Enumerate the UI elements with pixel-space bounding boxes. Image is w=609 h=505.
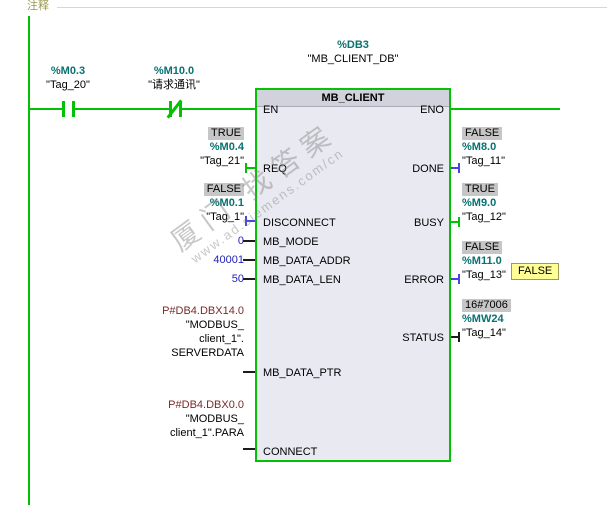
- mb-data-addr-wire: [243, 259, 255, 261]
- req-wire-tick: [245, 163, 247, 173]
- monitor-value: TRUE: [462, 182, 592, 196]
- pin-busy: BUSY: [414, 217, 444, 229]
- monitor-value: FALSE: [462, 240, 592, 254]
- monitor-value-box: TRUE: [462, 183, 498, 196]
- operand-address[interactable]: %M10.0: [153, 65, 195, 77]
- operand-tag[interactable]: "Tag_21": [200, 155, 244, 167]
- contact-bar: [62, 101, 65, 117]
- operand-tag[interactable]: "Tag_12": [462, 211, 506, 223]
- operand-address[interactable]: %M0.3: [50, 65, 86, 77]
- operand-tag[interactable]: client_1".: [199, 333, 244, 345]
- operand-address[interactable]: %M8.0: [462, 141, 497, 153]
- busy-wire-tick: [458, 217, 460, 227]
- network-comment[interactable]: 注释: [27, 0, 49, 12]
- operand-constant[interactable]: 50: [231, 273, 244, 285]
- monitor-value-box: FALSE: [462, 127, 503, 140]
- operand-address[interactable]: %M0.4: [209, 141, 244, 153]
- operand-tag[interactable]: "请求通讯": [148, 79, 200, 91]
- pin-mb-mode: MB_MODE: [263, 236, 319, 248]
- operand-tag[interactable]: "Tag_11": [462, 155, 506, 167]
- mb-data-ptr-wire: [243, 371, 255, 373]
- busy-wire: [451, 221, 460, 223]
- operand-tag[interactable]: "Tag_13": [462, 269, 506, 281]
- req-wire: [246, 167, 255, 169]
- operand-address[interactable]: %M0.1: [209, 197, 244, 209]
- monitor-value: 16#7006: [462, 298, 592, 312]
- mb-client-block[interactable]: MB_CLIENT EN ENO REQ DISCONNECT MB_MODE …: [255, 88, 451, 462]
- operand-address[interactable]: %M9.0: [462, 197, 497, 209]
- operand-tag[interactable]: client_1".PARA: [169, 427, 244, 439]
- eno-wire: [451, 108, 560, 110]
- instance-db-name[interactable]: "MB_CLIENT_DB": [307, 53, 399, 65]
- contact-bar: [179, 101, 182, 117]
- instance-db-address[interactable]: %DB3: [337, 39, 369, 51]
- mb-mode-wire: [243, 240, 255, 242]
- monitor-value-box: FALSE: [203, 183, 244, 196]
- operand-tag[interactable]: "Tag_20": [46, 79, 90, 91]
- status-wire-tick: [458, 332, 460, 342]
- contact-bar: [169, 101, 172, 117]
- disconnect-wire-tick: [245, 216, 247, 226]
- disconnect-wire: [246, 220, 255, 222]
- pin-mb-data-ptr: MB_DATA_PTR: [263, 367, 342, 379]
- operand-tag[interactable]: SERVERDATA: [171, 347, 244, 359]
- operand-tag[interactable]: "Tag_14": [462, 327, 506, 339]
- operand-address[interactable]: %M11.0: [462, 255, 502, 267]
- pin-eno: ENO: [420, 104, 444, 116]
- contact-bar: [72, 101, 75, 117]
- operand-tag[interactable]: "MODBUS_: [185, 413, 244, 425]
- monitor-value: FALSE: [114, 182, 244, 196]
- rung-wire: [75, 108, 169, 110]
- pin-error: ERROR: [404, 274, 444, 286]
- rung-wire: [28, 108, 62, 110]
- rung-wire: [182, 108, 255, 110]
- operand-tag[interactable]: "Tag_1": [206, 211, 244, 223]
- block-title[interactable]: MB_CLIENT: [257, 90, 449, 107]
- pin-mb-data-len: MB_DATA_LEN: [263, 274, 341, 286]
- connect-wire: [243, 448, 255, 450]
- pin-connect: CONNECT: [263, 446, 318, 458]
- monitor-value: TRUE: [114, 126, 244, 140]
- operand-constant[interactable]: 0: [237, 235, 244, 247]
- operand-address[interactable]: %MW24: [462, 313, 504, 325]
- comment-divider: [57, 7, 607, 8]
- operand-tag[interactable]: "MODBUS_: [185, 319, 244, 331]
- pin-disconnect: DISCONNECT: [263, 217, 336, 229]
- operand-pointer[interactable]: P#DB4.DBX14.0: [162, 305, 244, 317]
- monitor-tooltip: FALSE: [511, 263, 560, 280]
- monitor-value: FALSE: [462, 126, 592, 140]
- operand-pointer[interactable]: P#DB4.DBX0.0: [168, 399, 244, 411]
- error-wire: [451, 278, 460, 280]
- monitor-value-box: FALSE: [462, 241, 503, 254]
- pin-mb-data-addr: MB_DATA_ADDR: [263, 255, 351, 267]
- error-wire-tick: [458, 274, 460, 284]
- pin-status: STATUS: [402, 332, 444, 344]
- monitor-value-box: TRUE: [208, 127, 244, 140]
- done-wire-tick: [458, 163, 460, 173]
- mb-data-len-wire: [243, 278, 255, 280]
- pin-done: DONE: [412, 163, 444, 175]
- power-rail-left: [28, 16, 30, 505]
- pin-req: REQ: [263, 163, 287, 175]
- done-wire: [451, 167, 460, 169]
- pin-en: EN: [263, 104, 279, 116]
- monitor-value-box: 16#7006: [462, 299, 511, 312]
- operand-constant[interactable]: 40001: [213, 254, 244, 266]
- status-wire: [451, 336, 460, 338]
